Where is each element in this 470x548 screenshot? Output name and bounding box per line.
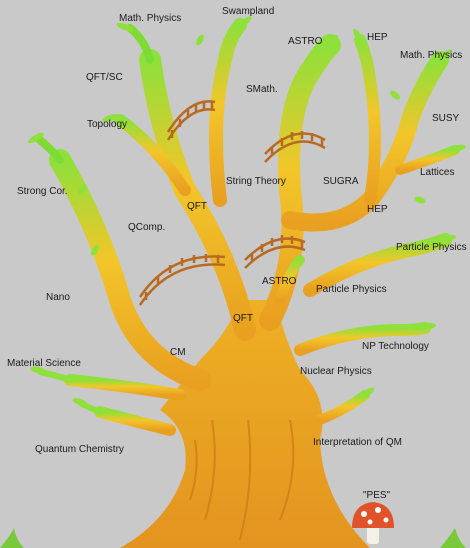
bridge-lower-right (244, 235, 306, 269)
label-qft-upper: QFT (187, 201, 207, 212)
pes-mushroom (352, 502, 394, 544)
bridge-upper-right (264, 131, 326, 163)
label-astro-mid: ASTRO (262, 276, 297, 287)
label-qft-lower: QFT (233, 313, 253, 324)
label-pes: "PES" (363, 490, 391, 501)
label-np-technology: NP Technology (362, 341, 429, 352)
label-interpretation-qm: Interpretation of QM (313, 437, 402, 448)
label-topology: Topology (87, 119, 128, 130)
label-math-physics-right: Math. Physics (400, 50, 463, 61)
label-strong-cor: Strong Cor. (17, 186, 68, 197)
label-lattices: Lattices (420, 167, 455, 178)
label-particle-physics-right: Particle Physics (396, 242, 467, 253)
label-cm: CM (170, 347, 186, 358)
trunk-grooves (189, 419, 295, 541)
label-qcomp: QComp. (128, 222, 166, 233)
label-susy: SUSY (432, 113, 460, 124)
label-hep-top: HEP (367, 32, 388, 43)
bridge-upper-left (166, 100, 216, 141)
label-smath: SMath. (246, 84, 278, 95)
trunk (120, 300, 370, 548)
label-nuclear-physics: Nuclear Physics (300, 366, 372, 377)
label-hep-mid: HEP (367, 204, 388, 215)
label-sugra: SUGRA (323, 176, 359, 187)
label-quantum-chemistry: Quantum Chemistry (35, 444, 124, 455)
label-qft-sc: QFT/SC (86, 72, 123, 83)
label-particle-physics-mid: Particle Physics (316, 284, 387, 295)
branches (36, 18, 460, 436)
label-math-physics-left: Math. Physics (119, 13, 182, 24)
bridge-lower-left (138, 254, 226, 306)
leaves (28, 16, 466, 406)
label-astro-top: ASTRO (288, 36, 323, 47)
label-material-science: Material Science (7, 358, 81, 369)
label-nano: Nano (46, 292, 70, 303)
label-string-theory: String Theory (226, 176, 286, 187)
label-swampland: Swampland (222, 6, 275, 17)
